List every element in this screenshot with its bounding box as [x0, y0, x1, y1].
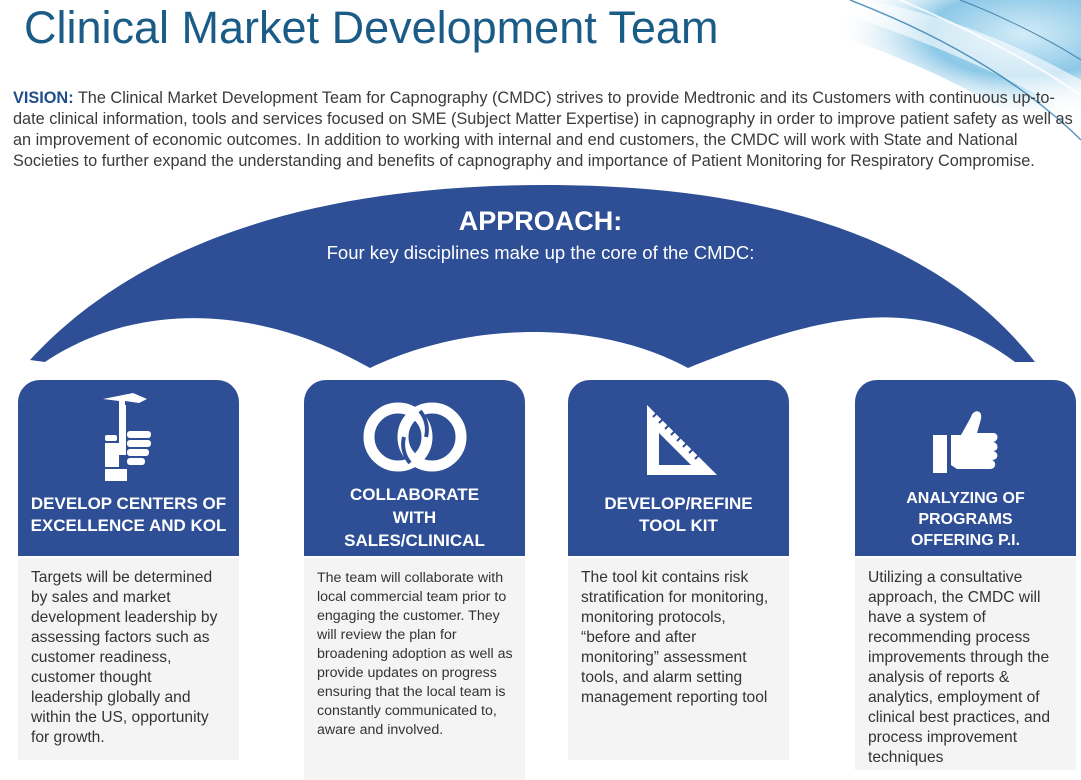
discipline-label: COLLABORATE WITH SALES/CLINICAL: [344, 485, 485, 550]
discipline-card-centers-of-excellence: DEVELOP CENTERS OF EXCELLENCE AND KOL: [18, 380, 239, 556]
vision-text: The Clinical Market Development Team for…: [13, 89, 1073, 170]
approach-arch: [30, 185, 1035, 368]
approach-title: APPROACH:: [458, 206, 623, 236]
vision-statement: VISION: The Clinical Market Development …: [13, 88, 1073, 172]
discipline-description: The tool kit contains risk stratificatio…: [568, 558, 789, 760]
arch-shape: [30, 185, 1035, 368]
hammer-hand-icon: [18, 390, 239, 481]
discipline-description: The team will collaborate with local com…: [304, 558, 525, 780]
discipline-label: ANALYZING OF PROGRAMS OFFERING P.I.: [906, 490, 1025, 549]
discipline-label: DEVELOP/REFINE TOOL KIT: [604, 494, 753, 535]
discipline-description: Targets will be determined by sales and …: [18, 558, 239, 760]
set-square-ruler-icon: [568, 394, 789, 484]
approach-subtitle: Four key disciplines make up the core of…: [326, 242, 755, 263]
interlocking-rings-icon: [304, 392, 525, 482]
thumbs-up-icon: [855, 396, 1076, 486]
discipline-card-collaborate: COLLABORATE WITH SALES/CLINICAL: [304, 380, 525, 556]
discipline-card-tool-kit: DEVELOP/REFINE TOOL KIT: [568, 380, 789, 556]
page-title: Clinical Market Development Team: [24, 2, 719, 53]
discipline-description: Utilizing a consultative approach, the C…: [855, 558, 1076, 770]
discipline-card-analyzing: ANALYZING OF PROGRAMS OFFERING P.I.: [855, 380, 1076, 556]
discipline-label: DEVELOP CENTERS OF EXCELLENCE AND KOL: [30, 494, 227, 535]
vision-label: VISION:: [13, 89, 74, 107]
decorative-swoosh: [700, 0, 1081, 170]
